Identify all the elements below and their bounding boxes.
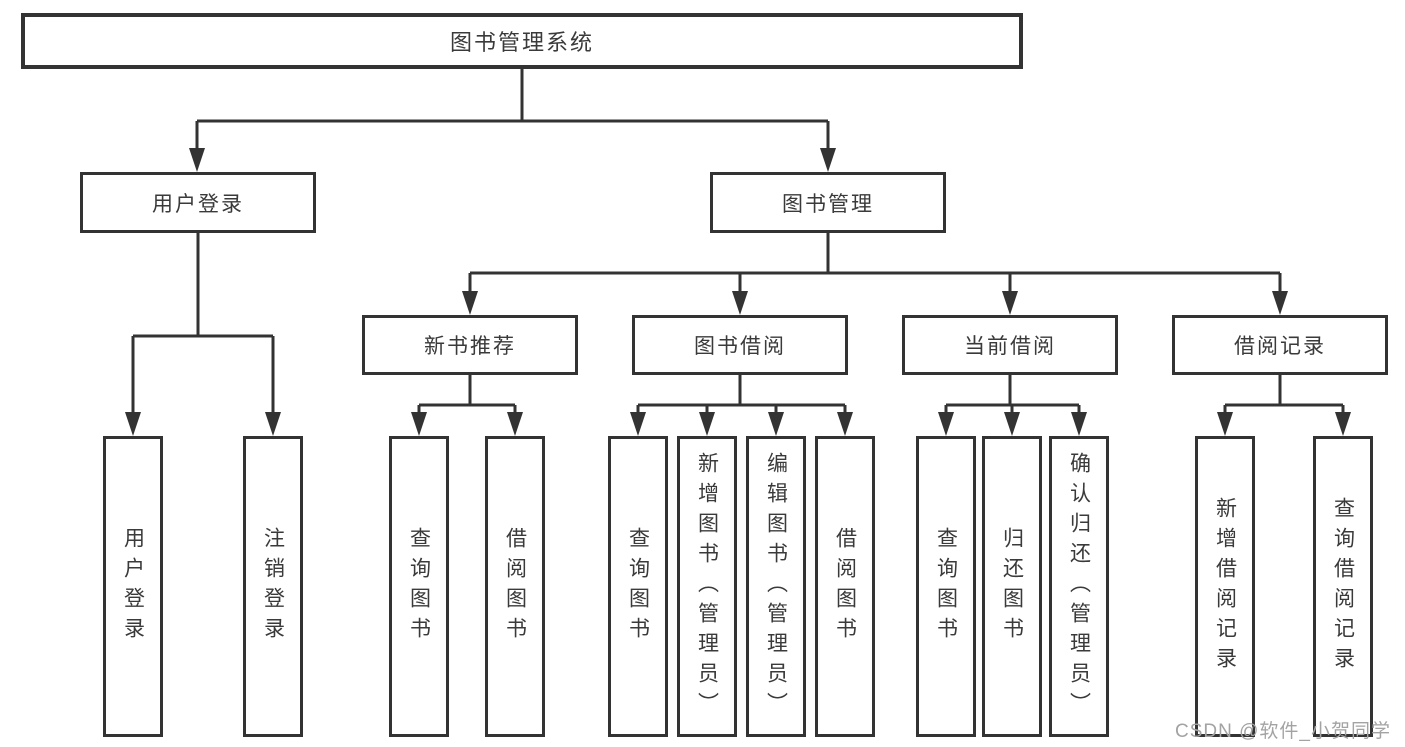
- node-borrowing-records: 借阅记录: [1172, 315, 1388, 375]
- leaf-user-login-label: 用户登录: [121, 526, 145, 647]
- connector-current-borrowing-to-leaves: [938, 375, 1087, 436]
- leaf-add-books-admin-label: 新增图书（管理员）: [695, 451, 719, 722]
- leaf-add-borrow-record: 新增借阅记录: [1195, 436, 1255, 737]
- leaf-logout-label: 注销登录: [261, 526, 285, 647]
- connector-new-book-recommendation-to-leaves: [411, 375, 523, 436]
- node-library-management-system: 图书管理系统: [21, 13, 1023, 69]
- node-book-borrowing: 图书借阅: [632, 315, 848, 375]
- leaf-add-books-admin: 新增图书（管理员）: [677, 436, 737, 737]
- node-new-book-recommendation: 新书推荐: [362, 315, 578, 375]
- connector-book-management-to-level3: [462, 233, 1288, 315]
- connector-user-login-to-leaves: [125, 233, 281, 436]
- leaf-borrow-books-recommend: 借阅图书: [485, 436, 545, 737]
- node-user-login: 用户登录: [80, 172, 316, 233]
- leaf-query-books-borrowing: 查询图书: [608, 436, 668, 737]
- connector-root-to-level2: [189, 69, 836, 172]
- csdn-watermark: CSDN @软件_小贺同学: [1175, 721, 1391, 742]
- leaf-confirm-return-admin: 确认归还（管理员）: [1049, 436, 1109, 737]
- leaf-edit-books-admin-label: 编辑图书（管理员）: [764, 451, 788, 722]
- connector-book-borrowing-to-leaves: [630, 375, 853, 436]
- leaf-query-borrow-record-label: 查询借阅记录: [1331, 496, 1355, 677]
- leaf-return-books-label: 归还图书: [1000, 526, 1024, 647]
- leaf-query-books-current-label: 查询图书: [934, 526, 958, 647]
- leaf-logout: 注销登录: [243, 436, 303, 737]
- leaf-query-books-borrowing-label: 查询图书: [626, 526, 650, 647]
- leaf-query-books-current: 查询图书: [916, 436, 976, 737]
- leaf-user-login: 用户登录: [103, 436, 163, 737]
- node-current-borrowing: 当前借阅: [902, 315, 1118, 375]
- leaf-borrow-books-borrowing-label: 借阅图书: [833, 526, 857, 647]
- connector-borrowing-records-to-leaves: [1217, 375, 1351, 436]
- leaf-edit-books-admin: 编辑图书（管理员）: [746, 436, 806, 737]
- leaf-borrow-books-borrowing: 借阅图书: [815, 436, 875, 737]
- leaf-query-books-recommend: 查询图书: [389, 436, 449, 737]
- leaf-query-borrow-record: 查询借阅记录: [1313, 436, 1373, 737]
- leaf-confirm-return-admin-label: 确认归还（管理员）: [1067, 451, 1091, 722]
- leaf-borrow-books-recommend-label: 借阅图书: [503, 526, 527, 647]
- leaf-query-books-recommend-label: 查询图书: [407, 526, 431, 647]
- leaf-return-books: 归还图书: [982, 436, 1042, 737]
- node-book-management: 图书管理: [710, 172, 946, 233]
- leaf-add-borrow-record-label: 新增借阅记录: [1213, 496, 1237, 677]
